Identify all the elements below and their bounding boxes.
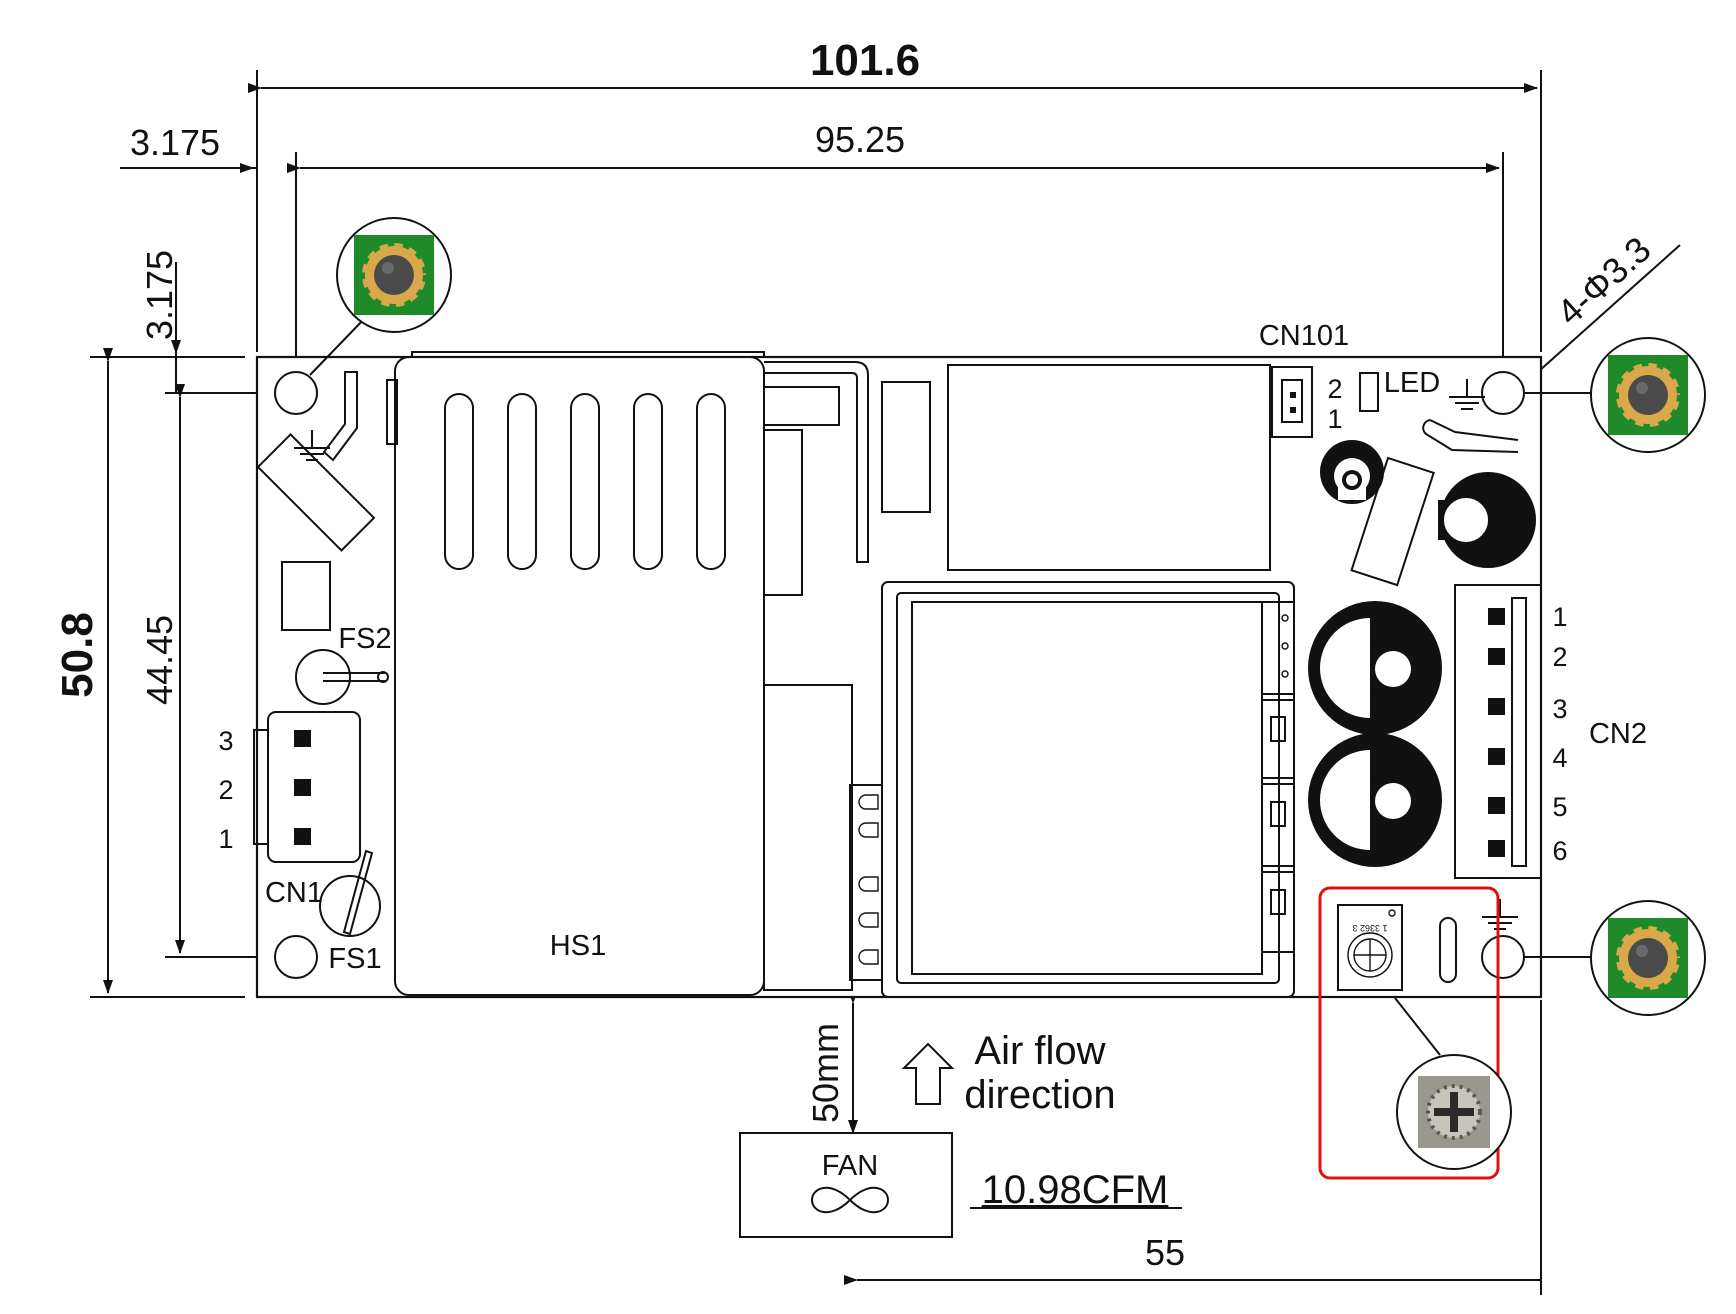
cn2-pin-label: 5 bbox=[1552, 792, 1567, 822]
mounting-hole-icon bbox=[274, 371, 318, 415]
fan-rating-label: 10.98CFM bbox=[982, 1168, 1169, 1212]
airflow-arrow-icon bbox=[901, 1042, 955, 1105]
cn101-connector bbox=[1271, 366, 1313, 438]
mounting-hole-closeup-icon bbox=[1591, 901, 1705, 1015]
capacitor bbox=[1308, 601, 1442, 735]
capacitor bbox=[1308, 733, 1442, 867]
fs2-label: FS2 bbox=[338, 623, 391, 655]
cn2-label: CN2 bbox=[1589, 718, 1647, 750]
airflow-indicator: Air flow direction bbox=[901, 1029, 1116, 1117]
cn1-connector bbox=[253, 711, 361, 863]
pcb-board: 3 2 1 CN1 FS1 FS2 HS1 bbox=[218, 320, 1647, 999]
overall-width-label: 101.6 bbox=[810, 36, 920, 85]
cn2-pin-label: 3 bbox=[1552, 694, 1567, 724]
transformer bbox=[849, 581, 1295, 998]
cn101-label: CN101 bbox=[1259, 320, 1349, 352]
fan-offset-label: 55 bbox=[1145, 1232, 1185, 1273]
hole-spec-label: 4-Φ3.3 bbox=[1549, 228, 1659, 333]
led-icon bbox=[1359, 372, 1379, 412]
fan-distance-label: 50mm bbox=[805, 1023, 846, 1123]
mounting-hole-closeup-icon bbox=[1591, 338, 1705, 452]
mounting-hole-closeup-icon bbox=[337, 218, 451, 332]
cn2-pin-label: 4 bbox=[1552, 743, 1567, 773]
cn1-label: CN1 bbox=[265, 877, 323, 909]
hs1-heatsink bbox=[394, 351, 869, 996]
led-label: LED bbox=[1384, 367, 1440, 399]
trimmer-pot-icon bbox=[1337, 904, 1403, 991]
hs1-label: HS1 bbox=[550, 930, 606, 962]
edge-offset-x-label: 3.175 bbox=[130, 122, 220, 163]
cn2-pin-label: 1 bbox=[1552, 602, 1567, 632]
fan-icon bbox=[810, 1187, 890, 1213]
cn1-pin-label: 1 bbox=[218, 824, 233, 854]
cn2-pin-label: 6 bbox=[1552, 836, 1567, 866]
hole-pitch-x-label: 95.25 bbox=[815, 119, 905, 160]
cn101-pin-label: 1 bbox=[1327, 404, 1342, 434]
edge-offset-y-label: 3.175 bbox=[139, 250, 180, 340]
cn2-connector bbox=[1454, 584, 1542, 879]
overall-height-label: 50.8 bbox=[53, 612, 102, 698]
cn101-pin-label: 2 bbox=[1327, 374, 1342, 404]
hole-detail-closeups bbox=[309, 218, 1705, 1015]
fs1-label: FS1 bbox=[328, 943, 381, 975]
pot-marking-label: 1 3362 3 bbox=[1352, 923, 1387, 933]
trimmer-highlight bbox=[1318, 886, 1512, 1180]
mounting-hole-icon bbox=[274, 935, 318, 979]
cn1-pin-label: 2 bbox=[218, 775, 233, 805]
cn1-pin-label: 3 bbox=[218, 726, 233, 756]
fan-box: FAN bbox=[739, 1132, 953, 1238]
hole-pitch-y-label: 44.45 bbox=[139, 615, 180, 705]
airflow-line2: direction bbox=[964, 1073, 1115, 1117]
fan-label: FAN bbox=[822, 1150, 878, 1182]
cn2-pin-label: 2 bbox=[1552, 642, 1567, 672]
airflow-line1: Air flow bbox=[974, 1029, 1105, 1073]
